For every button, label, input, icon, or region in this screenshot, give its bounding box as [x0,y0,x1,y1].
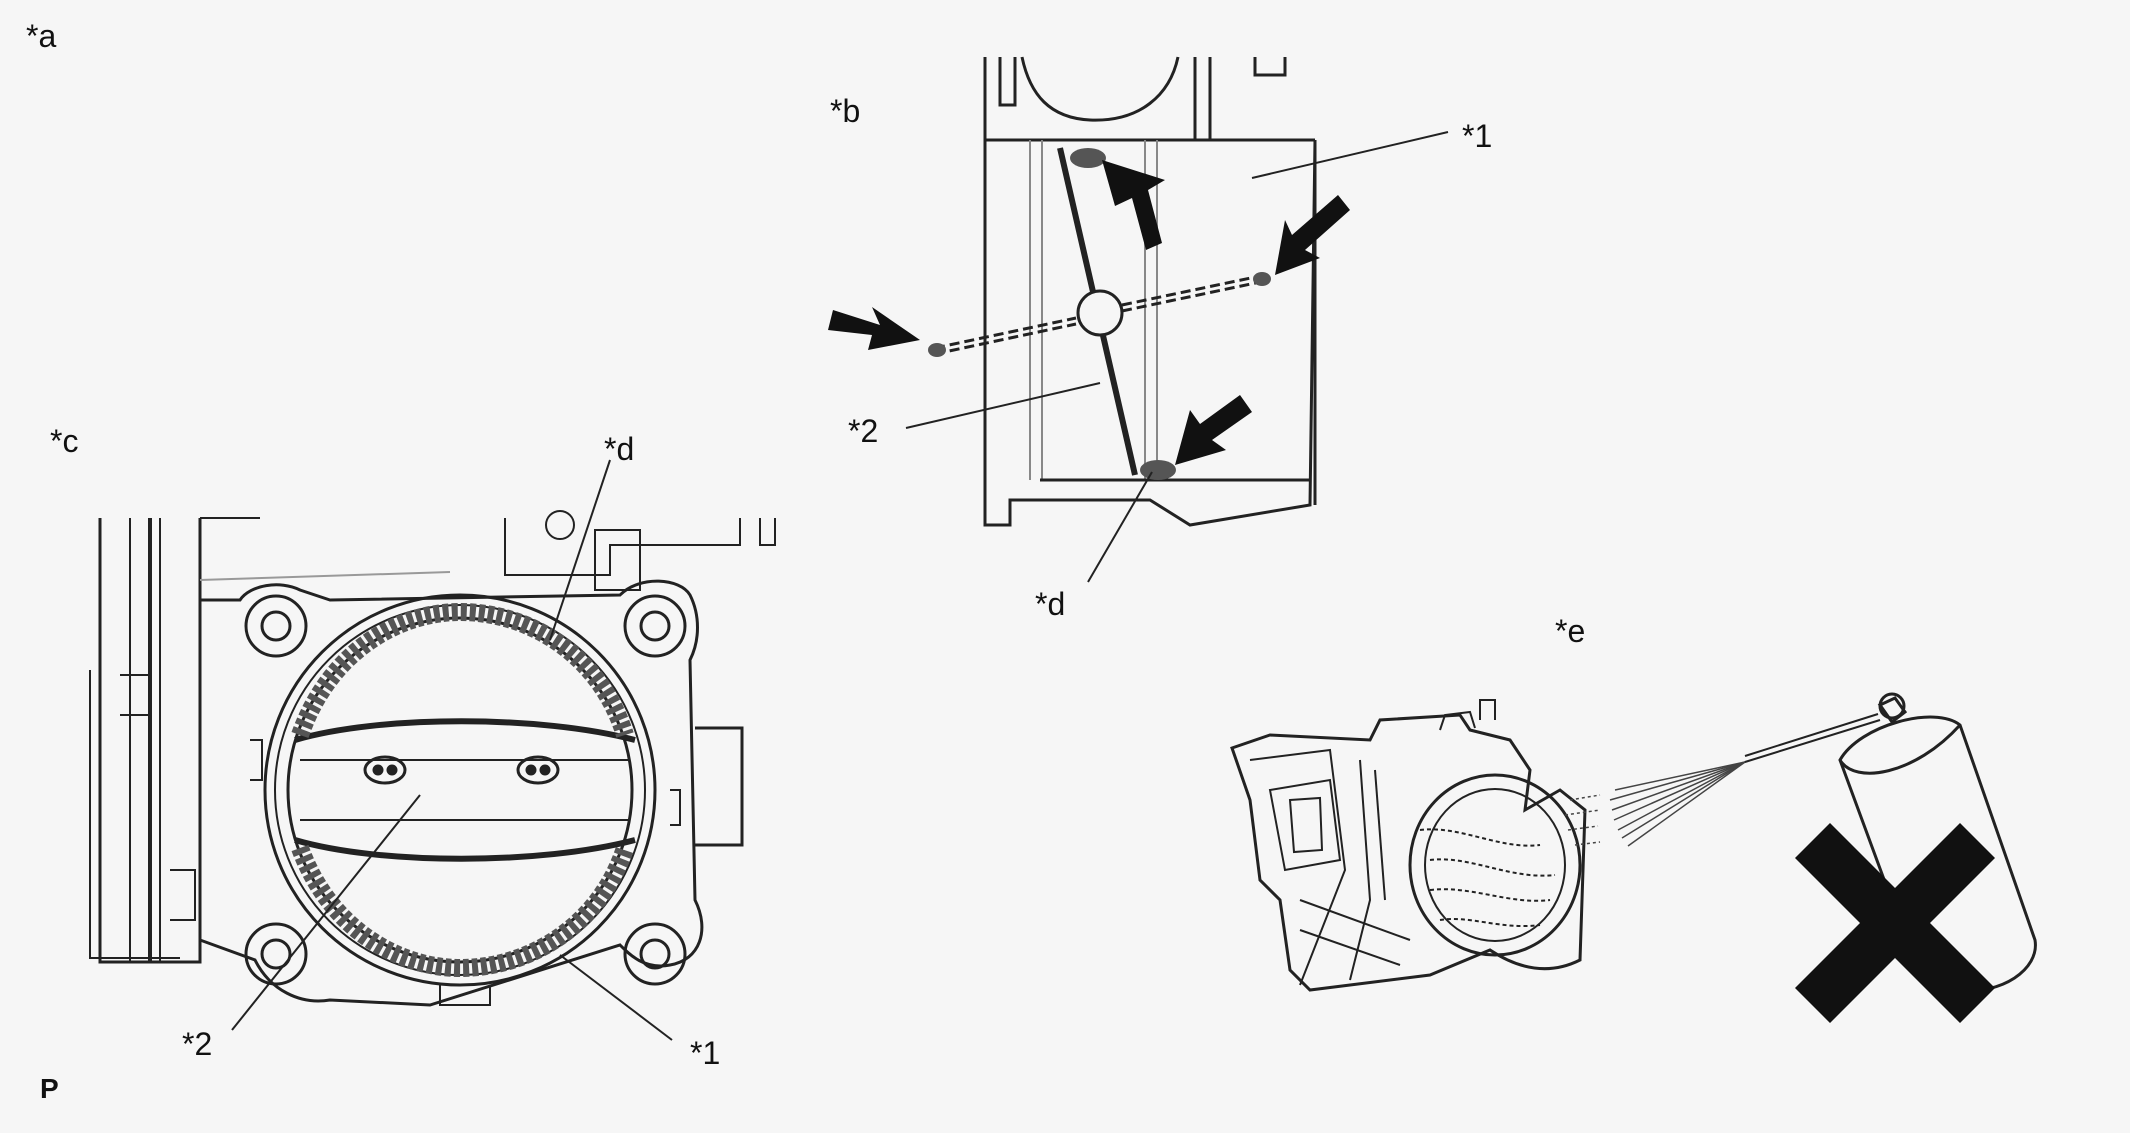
deposit-bands [291,602,634,978]
panel-label-a: *a [26,18,57,54]
arrow-icon [828,160,1350,465]
callout-b-part1: *1 [1462,118,1493,154]
callout-b-part2: *2 [848,413,879,449]
leader-lines-c [231,459,673,1041]
throttle-body-front-view [89,510,776,1007]
panel-label-e: *e [1555,613,1586,649]
cross-section-view [934,56,1317,527]
page-code: P [40,1073,59,1104]
callout-c-deposit: *d [604,431,635,467]
spray-mist [1564,761,1746,847]
throttle-body-assembly-sketch [1230,699,1587,992]
prohibited-x-icon [1795,823,1995,1023]
callout-b-deposit: *d [1035,586,1066,622]
leader-lines-b [905,131,1449,583]
panel-label-b: *b [830,93,861,129]
deposit-spots [928,148,1271,480]
callout-c-part2: *2 [182,1026,213,1062]
callout-c-part1: *1 [690,1035,721,1071]
panel-label-c: *c [50,423,79,459]
